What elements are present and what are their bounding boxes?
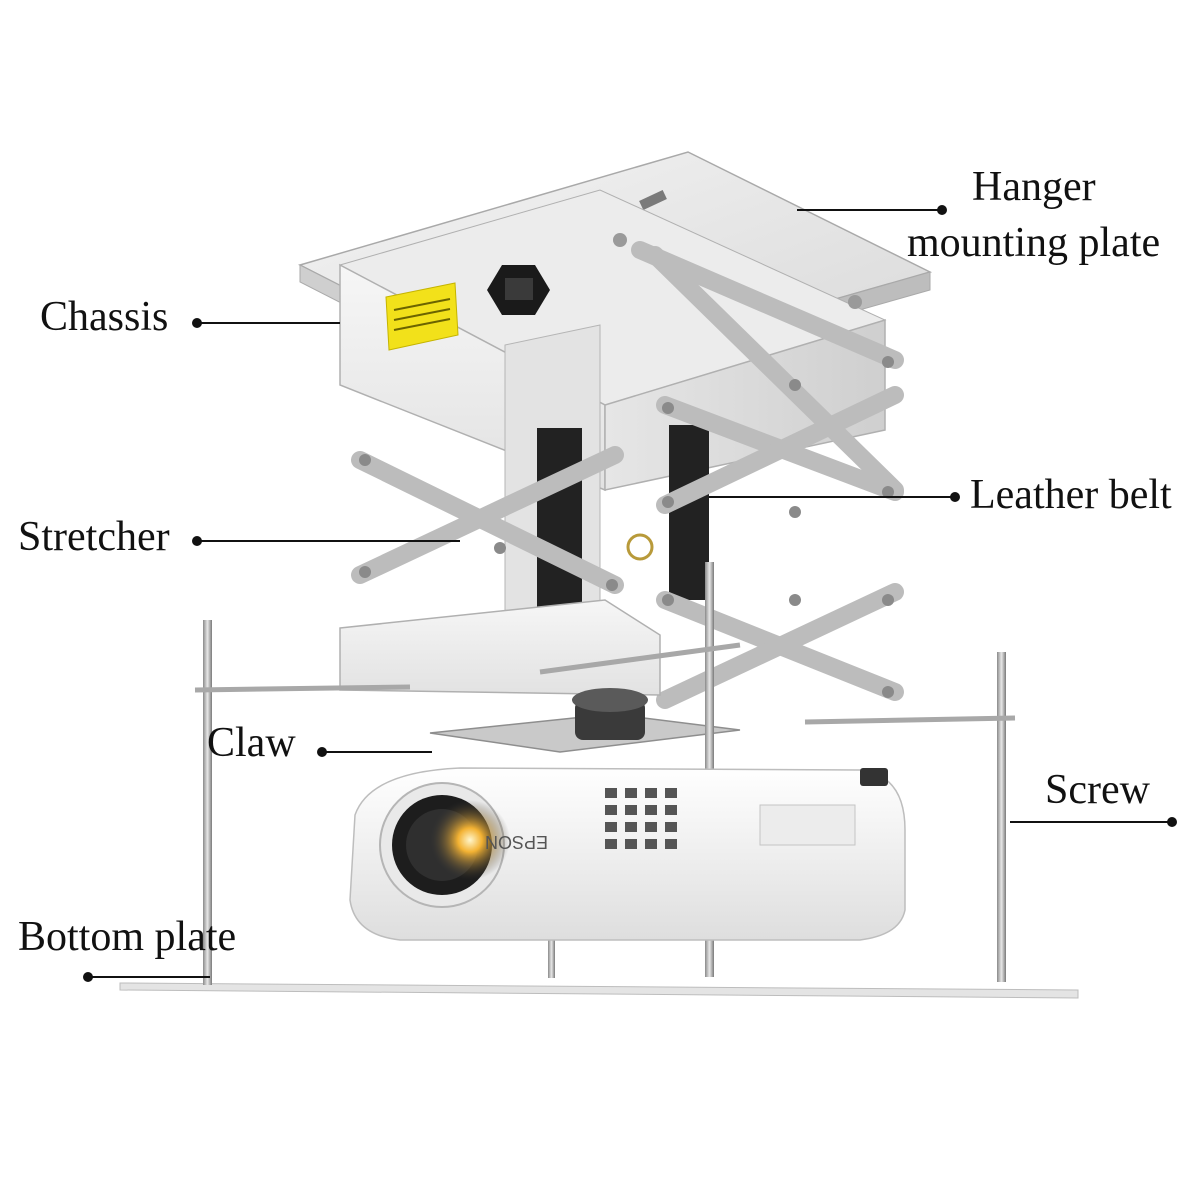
leather-belt-straps [537, 425, 709, 608]
power-socket-icon [487, 265, 550, 315]
scissor-stretcher [351, 241, 904, 709]
label-claw: Claw [207, 720, 296, 766]
label-bottom-plate: Bottom plate [18, 914, 237, 960]
bottom-plate [119, 982, 1079, 999]
label-chassis: Chassis [40, 294, 169, 340]
label-stretcher: Stretcher [18, 514, 170, 560]
warning-sticker [385, 282, 459, 351]
lens-icon [379, 782, 510, 908]
label-screw: Screw [1045, 767, 1150, 813]
lower-carriage [339, 599, 661, 696]
scissor-pivot-bolts [359, 356, 894, 698]
brand-logo: EPSON [485, 832, 548, 852]
leader-lines [83, 205, 1177, 982]
label-hanger: Hanger [972, 164, 1096, 210]
label-leather-belt: Leather belt [970, 472, 1172, 518]
cross-rods [194, 642, 1016, 725]
pull-ring-icon [626, 533, 654, 561]
label-mounting-plate: mounting plate [907, 220, 1161, 266]
projector: EPSON [349, 767, 906, 941]
vent-grille [605, 788, 677, 849]
claw-bracket [429, 688, 741, 753]
